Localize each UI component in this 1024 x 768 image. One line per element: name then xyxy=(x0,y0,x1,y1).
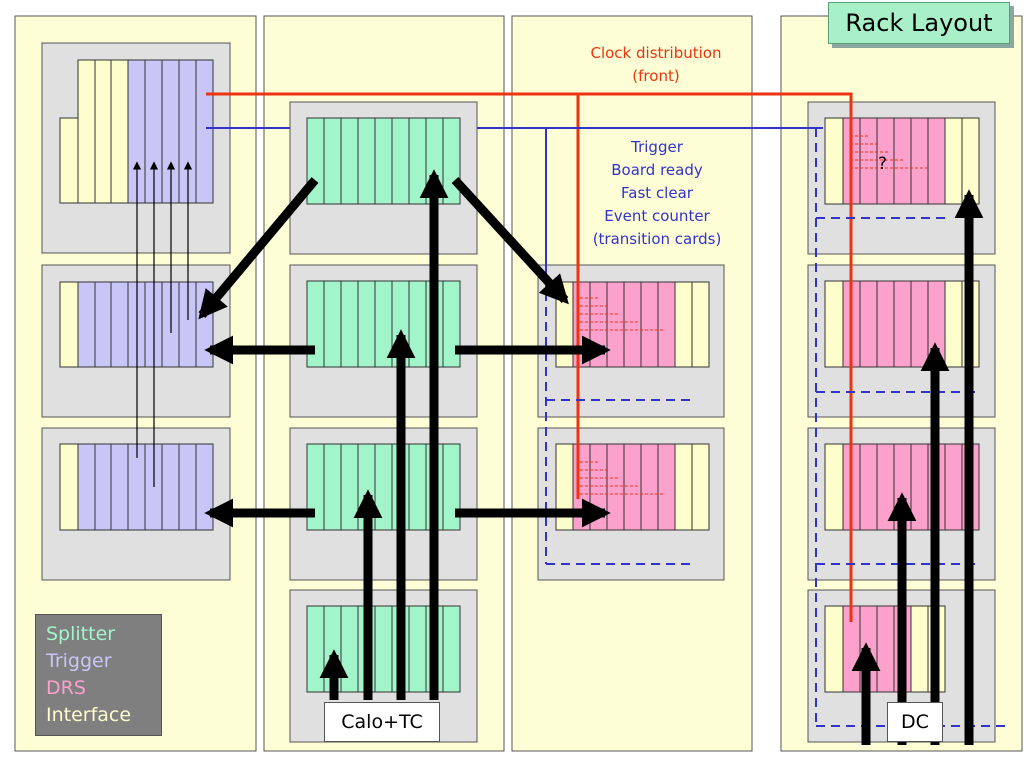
trigger-label-line-4: Event counter xyxy=(604,207,710,225)
legend-splitter: Splitter xyxy=(46,623,116,645)
page-title: Rack Layout xyxy=(828,2,1010,44)
clock-distribution-lines xyxy=(206,92,853,622)
dc-label: DC xyxy=(887,702,943,742)
color-legend: Splitter Trigger DRS Interface xyxy=(35,614,162,736)
clock-label-line-2: (front) xyxy=(632,67,680,85)
splitter-crate-3 xyxy=(289,427,478,581)
trigger-label-line-3: Fast clear xyxy=(621,184,693,202)
trigger-label-line-5: (transition cards) xyxy=(592,230,722,248)
legend-trigger: Trigger xyxy=(46,650,112,672)
legend-interface: Interface xyxy=(46,704,132,726)
trigger-signals-label: Trigger Board ready Fast clear Event cou… xyxy=(574,136,740,251)
clock-label-line-1: Clock distribution xyxy=(590,44,722,62)
trigger-label-line-1: Trigger xyxy=(631,138,683,156)
trigger-signal-lines xyxy=(206,127,823,292)
trigger-thin-arrows xyxy=(132,161,193,487)
drs-crate-2 xyxy=(537,427,725,581)
legend-drs: DRS xyxy=(46,677,86,699)
unknown-mark: ? xyxy=(878,154,888,174)
trigger-label-line-2: Board ready xyxy=(611,161,703,179)
drs-crate-1 xyxy=(537,264,725,418)
drs-crate-3 xyxy=(807,101,996,255)
clock-distribution-label: Clock distribution (front) xyxy=(573,42,739,88)
calo-tc-label: Calo+TC xyxy=(324,702,440,742)
trigger-crate-3 xyxy=(41,427,231,581)
trigger-crate-1 xyxy=(41,42,231,254)
splitter-crate-1 xyxy=(289,101,478,255)
splitter-crate-2 xyxy=(289,264,478,418)
trigger-crate-2 xyxy=(41,264,231,418)
